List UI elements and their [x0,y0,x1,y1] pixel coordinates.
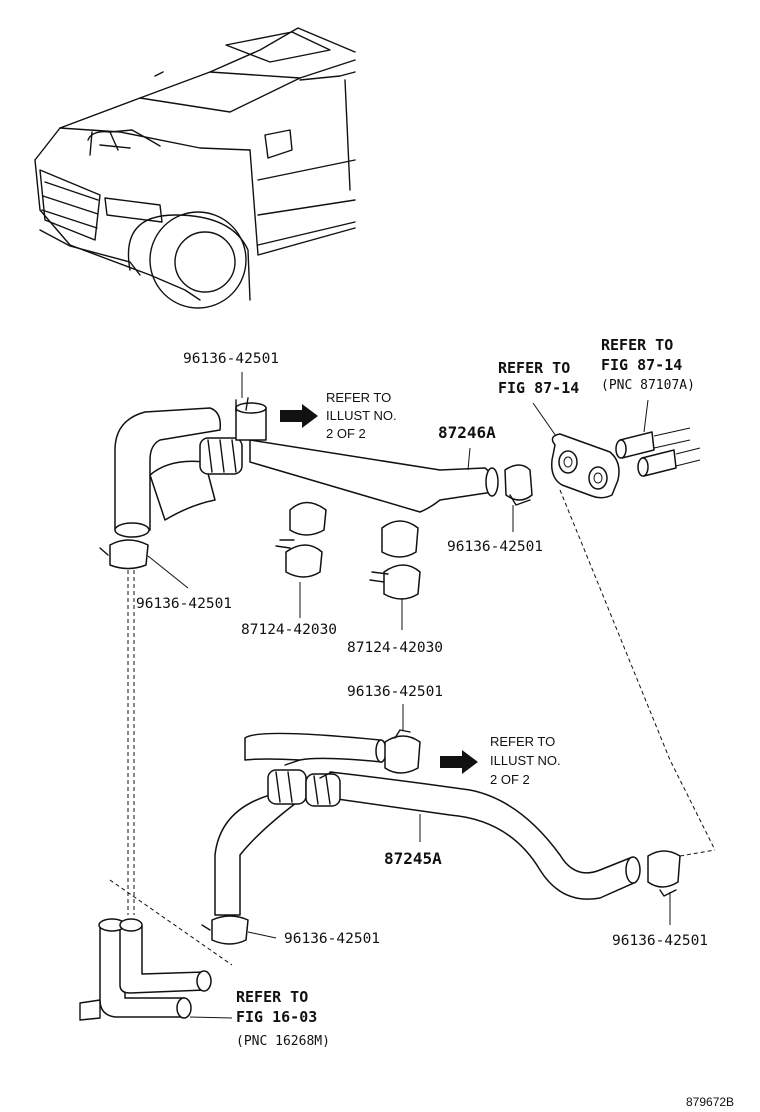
ref-fig-16-03-line-1: REFER TO [236,988,308,1006]
ref-fig-16-03: REFER TO FIG 16-03 (PNC 16268M) [236,988,330,1049]
ref-illust-2-line-1: REFER TO [490,734,555,749]
clip-icon [275,501,421,600]
callout-clamp-mid: 96136-42501 [347,684,443,700]
ref-fig-87-14-right-line-3: (PNC 87107A) [601,378,695,393]
callout-clamp-right: 96136-42501 [447,539,543,555]
pipe-icon [79,918,212,1021]
figure-id: 879672B [686,1095,734,1109]
ref-fig-87-14-left-line-2: FIG 87-14 [498,379,579,397]
ref-illust-1-line-2: ILLUST NO. [326,408,397,423]
ref-fig-16-03-line-3: (PNC 16268M) [236,1034,330,1049]
ref-fig-87-14-left: REFER TO FIG 87-14 [498,359,579,397]
callout-clip-b: 87124-42030 [347,640,443,656]
ref-fig-87-14-right-line-1: REFER TO [601,336,673,354]
ref-illust-1-line-3: 2 OF 2 [326,426,366,441]
callout-clip-a: 87124-42030 [241,622,337,638]
ref-illust-1: REFER TO ILLUST NO. 2 OF 2 [326,390,397,441]
callout-clamp-bottom-left: 96136-42501 [284,931,380,947]
ref-fig-87-14-right: REFER TO FIG 87-14 (PNC 87107A) [601,336,695,393]
ref-illust-2-line-2: ILLUST NO. [490,753,561,768]
pipe-icon [615,427,701,477]
part-number-lower-hose: 87245A [384,849,442,868]
clamp-icon [99,464,533,570]
valve-icon [550,433,620,499]
connector-lines [109,489,716,966]
callouts: 96136-42501 96136-42501 96136-42501 8712… [136,351,708,949]
callout-clamp-left: 96136-42501 [136,596,232,612]
callout-clamp-bottom-right: 96136-42501 [612,933,708,949]
callout-clamp-top: 96136-42501 [183,351,279,367]
hose-lower [201,729,681,945]
ref-illust-1-line-1: REFER TO [326,390,391,405]
part-number-upper-hose: 87246A [438,423,496,442]
arrow-right-icon [280,404,318,428]
hose-upper [114,397,499,538]
vehicle-icon [34,27,356,309]
ref-fig-16-03-line-2: FIG 16-03 [236,1008,317,1026]
arrow-right-icon [440,750,478,774]
ref-fig-87-14-right-line-2: FIG 87-14 [601,356,682,374]
ref-fig-87-14-left-line-1: REFER TO [498,359,570,377]
ref-illust-2-line-3: 2 OF 2 [490,772,530,787]
leader-lines [147,372,671,1019]
ref-illust-2: REFER TO ILLUST NO. 2 OF 2 [490,734,561,787]
